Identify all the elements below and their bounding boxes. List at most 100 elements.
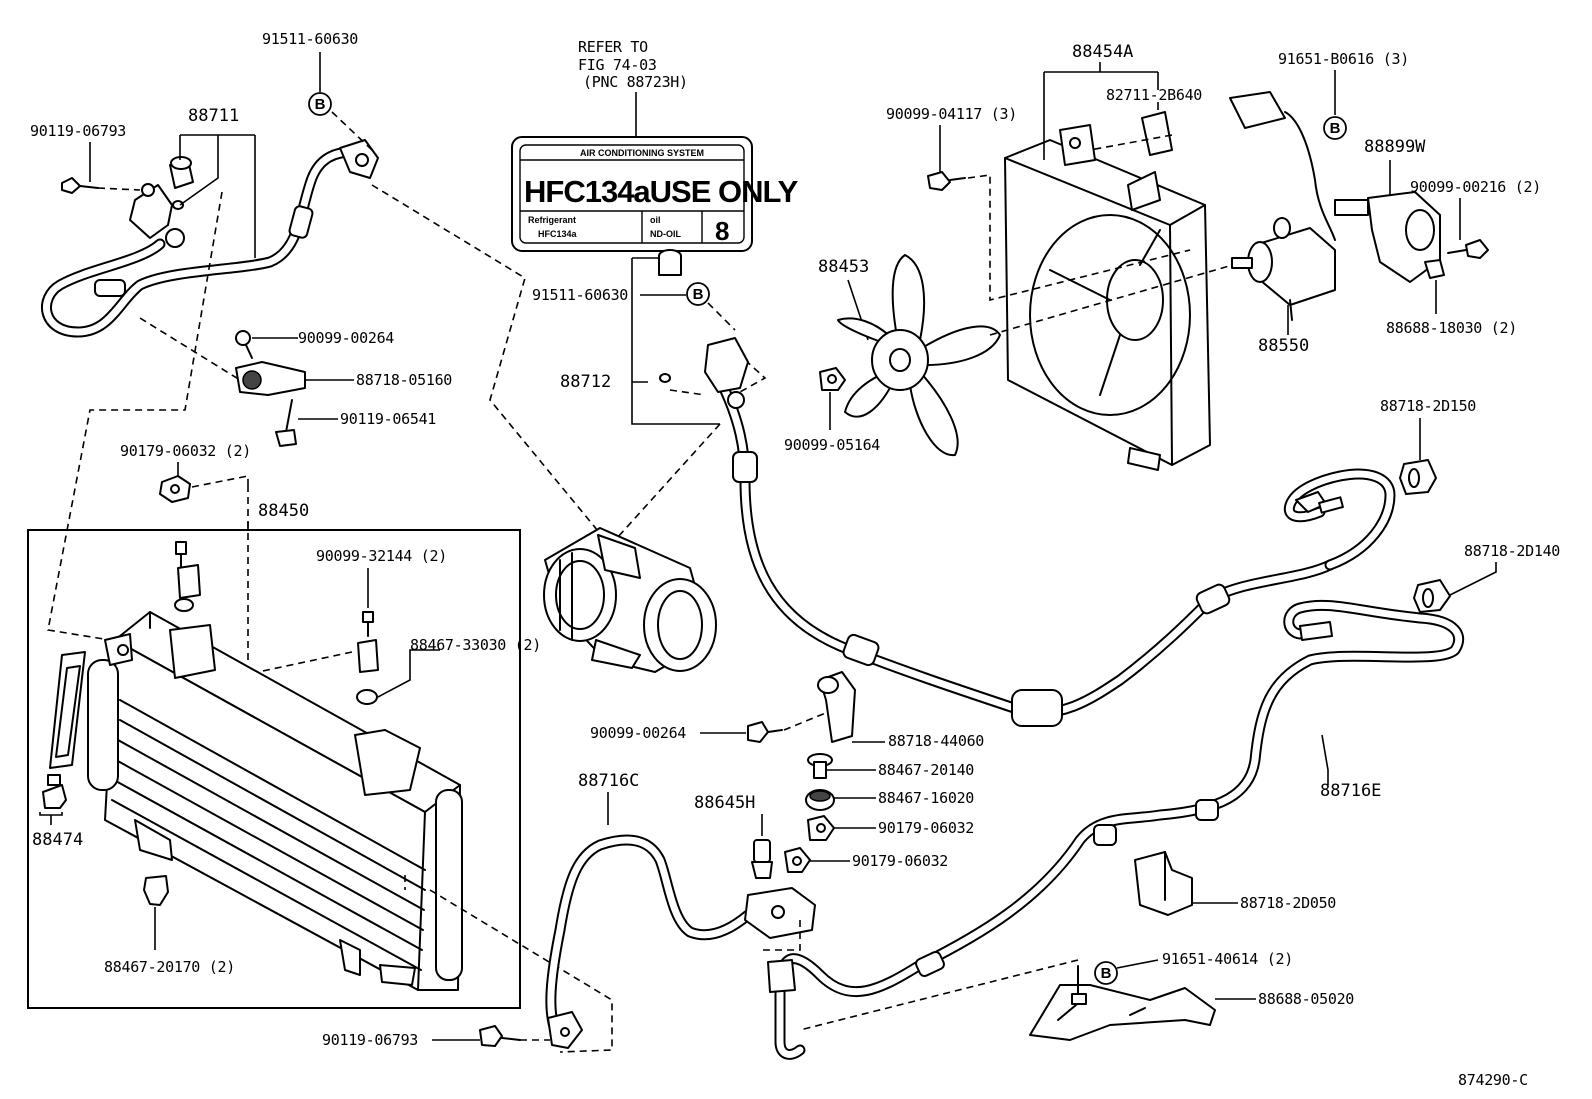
label-88467-20170: 88467-20170 (2) — [104, 958, 235, 976]
pin-88467-20140 — [807, 753, 833, 779]
label-88718-2D050: 88718-2D050 — [1240, 894, 1336, 912]
label-90179-06032-stack: 90179-06032 — [878, 819, 974, 837]
dash-88711-to-condenser — [47, 191, 223, 641]
label-90119-06541: 90119-06541 — [340, 410, 436, 428]
nut-88688-18030 — [1424, 259, 1445, 279]
label-91511-60630-b: 91511-60630 — [532, 286, 628, 304]
label-88718-05160: 88718-05160 — [356, 371, 452, 389]
label-88450: 88450 — [258, 501, 309, 521]
dash-clip-to-shroud — [1089, 134, 1173, 151]
bolt-90099-00264-left — [235, 330, 253, 359]
cushion-88467-16020 — [805, 789, 835, 811]
ref-b-marker-center — [686, 282, 710, 306]
label-91651-B0616: 91651-B0616 (3) — [1278, 50, 1409, 68]
leader-88711 — [179, 134, 256, 258]
sticker-refrigerant-label: Refrigerant — [528, 215, 576, 225]
label-88899W: 88899W — [1364, 137, 1426, 157]
suction-hose-88712 — [704, 337, 1396, 727]
ref-b-text-center: B — [693, 286, 704, 303]
bracket-88718-44060 — [817, 671, 856, 743]
label-88453: 88453 — [818, 257, 869, 277]
fan-motor-88550 — [1231, 217, 1336, 321]
sticker-main-text: HFC134aUSE ONLY — [524, 174, 799, 209]
label-88716C: 88716C — [578, 771, 639, 791]
bracket-88899W — [1334, 191, 1441, 283]
sticker-refrigerant-value: HFC134a — [538, 229, 578, 239]
sticker-oil-number: 8 — [715, 216, 729, 246]
bracket-88688-05020 — [1029, 984, 1216, 1041]
grommet-88718-2D140 — [1413, 579, 1451, 613]
label-90179-06032-2: 90179-06032 (2) — [120, 442, 251, 460]
leader-88712 — [631, 257, 720, 425]
shroud-88454A — [1004, 124, 1211, 471]
seal-88474 — [42, 651, 86, 809]
leader-88474 — [39, 812, 63, 825]
ref-b-marker-top-left — [308, 92, 332, 116]
label-88711: 88711 — [188, 106, 239, 126]
leader-88454A — [1043, 62, 1159, 160]
ref-b-text: B — [315, 96, 326, 113]
label-82711-2B640: 82711-2B640 — [1106, 86, 1202, 104]
label-90099-00264-b: 90099-00264 — [590, 724, 686, 742]
dash-block-to-tube — [760, 920, 801, 951]
note-line-2: FIG 74-03 — [578, 56, 657, 74]
cushion-88467-20170 — [143, 875, 169, 906]
label-90099-32144: 90099-32144 (2) — [316, 547, 447, 565]
label-90099-04117: 90099-04117 (3) — [886, 105, 1017, 123]
condenser-88450 — [87, 611, 463, 991]
liquid-tube-88716E — [767, 599, 1465, 1060]
bolt-91651-40614 — [1071, 965, 1087, 1005]
label-88688-05020: 88688-05020 — [1258, 990, 1354, 1008]
bolt-and-bracket-top-condenser — [174, 541, 201, 612]
bolt-90099-00216 — [1447, 239, 1489, 259]
note-line-1: REFER TO — [578, 38, 648, 56]
dash-bolt-to-bracket — [783, 711, 829, 731]
note-line-3: (PNC 88723H) — [583, 73, 688, 91]
label-88718-44060: 88718-44060 — [888, 732, 984, 750]
label-88718-2D140: 88718-2D140 — [1464, 542, 1560, 560]
fan-88453 — [837, 254, 1001, 457]
label-88688-18030: 88688-18030 (2) — [1386, 319, 1517, 337]
bolt-90119-06793-bottom — [479, 1025, 521, 1047]
clamp-88718-2D050 — [1134, 851, 1193, 916]
dash-condenser-to-88716c — [404, 875, 613, 1053]
bracket-88467-33030 — [356, 639, 379, 705]
clamp-88718-05160 — [235, 361, 306, 396]
label-91651-40614: 91651-40614 (2) — [1162, 950, 1293, 968]
pressure-switch-88645H — [751, 839, 773, 879]
discharge-hose-88711 — [41, 139, 379, 338]
dash-b-to-88712 — [707, 302, 767, 393]
label-90179-06032-center: 90179-06032 — [852, 852, 948, 870]
block-fitting — [744, 887, 816, 939]
sticker-oil-value: ND-OIL — [650, 229, 681, 239]
sticker-oil-label: oil — [650, 215, 661, 225]
grommet-88718-2D150 — [1399, 459, 1437, 495]
dash-fan-to-motor — [989, 259, 1251, 336]
liquid-tube-88716C — [545, 834, 754, 1049]
leader-88718-2D140 — [1449, 562, 1497, 596]
leader-91651-40614 — [1116, 959, 1159, 969]
ref-b-text-bottom: B — [1101, 965, 1112, 982]
ref-b-marker-bottom — [1094, 961, 1118, 985]
dash-bolt-to-shroud — [967, 174, 1191, 302]
label-90099-05164: 90099-05164 — [784, 436, 880, 454]
diagram-code: 874290-C — [1458, 1071, 1528, 1089]
ref-b-marker-right — [1323, 116, 1347, 140]
label-90119-06793-b: 90119-06793 — [322, 1031, 418, 1049]
dash-line-b-to-compressor — [331, 111, 613, 549]
leader-88716E — [1321, 734, 1329, 785]
label-88716E: 88716E — [1320, 781, 1381, 801]
clip-82711-2B640 — [1141, 111, 1173, 156]
label-88645H: 88645H — [694, 793, 755, 813]
nut-90179-06032-center — [784, 847, 811, 873]
condenser-group-box — [27, 529, 521, 1009]
bolt-90099-32144 — [362, 611, 374, 637]
nut-90179-06032-stack — [807, 815, 835, 841]
label-88467-33030: 88467-33030 (2) — [410, 636, 541, 654]
cap-and-oring-88712 — [658, 249, 682, 383]
dash-oring-to-hose — [669, 389, 706, 396]
label-90119-06793-a: 90119-06793 — [30, 122, 126, 140]
compressor-ref — [543, 527, 717, 673]
